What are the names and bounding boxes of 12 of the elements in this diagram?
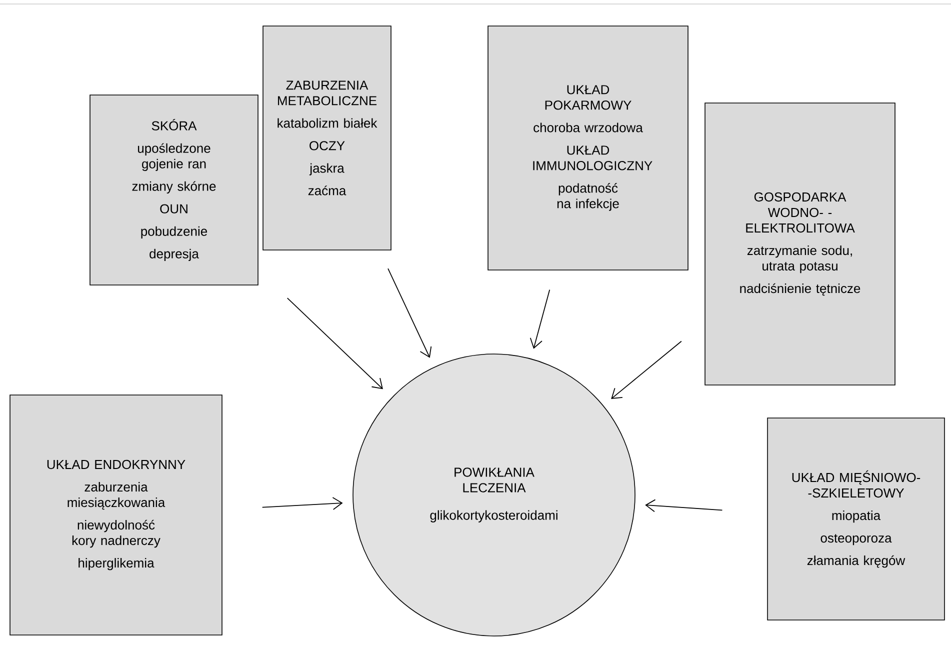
- arrow: [262, 497, 343, 510]
- category-box: GOSPODARKA WODNO- -ELEKTROLITOWA zatrzymanie sodu, utrata potasu nadciśnienie tętnicze: [704, 102, 896, 386]
- category-box: SKÓRA upośledzone gojenie ran zmiany skórne OUN pobudzenie depresja: [90, 94, 258, 286]
- category-box: UKŁAD MIĘŚNIOWO- -SZKIELETOWY miopatia osteoporoza złamania kręgów: [767, 418, 945, 620]
- arrow: [286, 298, 383, 390]
- arrow: [388, 268, 432, 358]
- category-box: ZABURZENIA METABOLICZNE katabolizm białek OCZY jaskra zaćma: [262, 26, 392, 250]
- arrow: [645, 499, 723, 512]
- category-box: UKŁAD ENDOKRYNNY zaburzenia miesiączkowania niewydolność kory nadnerczy hiperglikemia: [10, 394, 222, 636]
- arrow: [611, 340, 682, 399]
- category-box: UKŁAD POKARMOWY choroba wrzodowa UKŁAD IMMUNOLOGICZNY podatność na infekcje: [488, 26, 688, 270]
- arrow: [530, 289, 550, 349]
